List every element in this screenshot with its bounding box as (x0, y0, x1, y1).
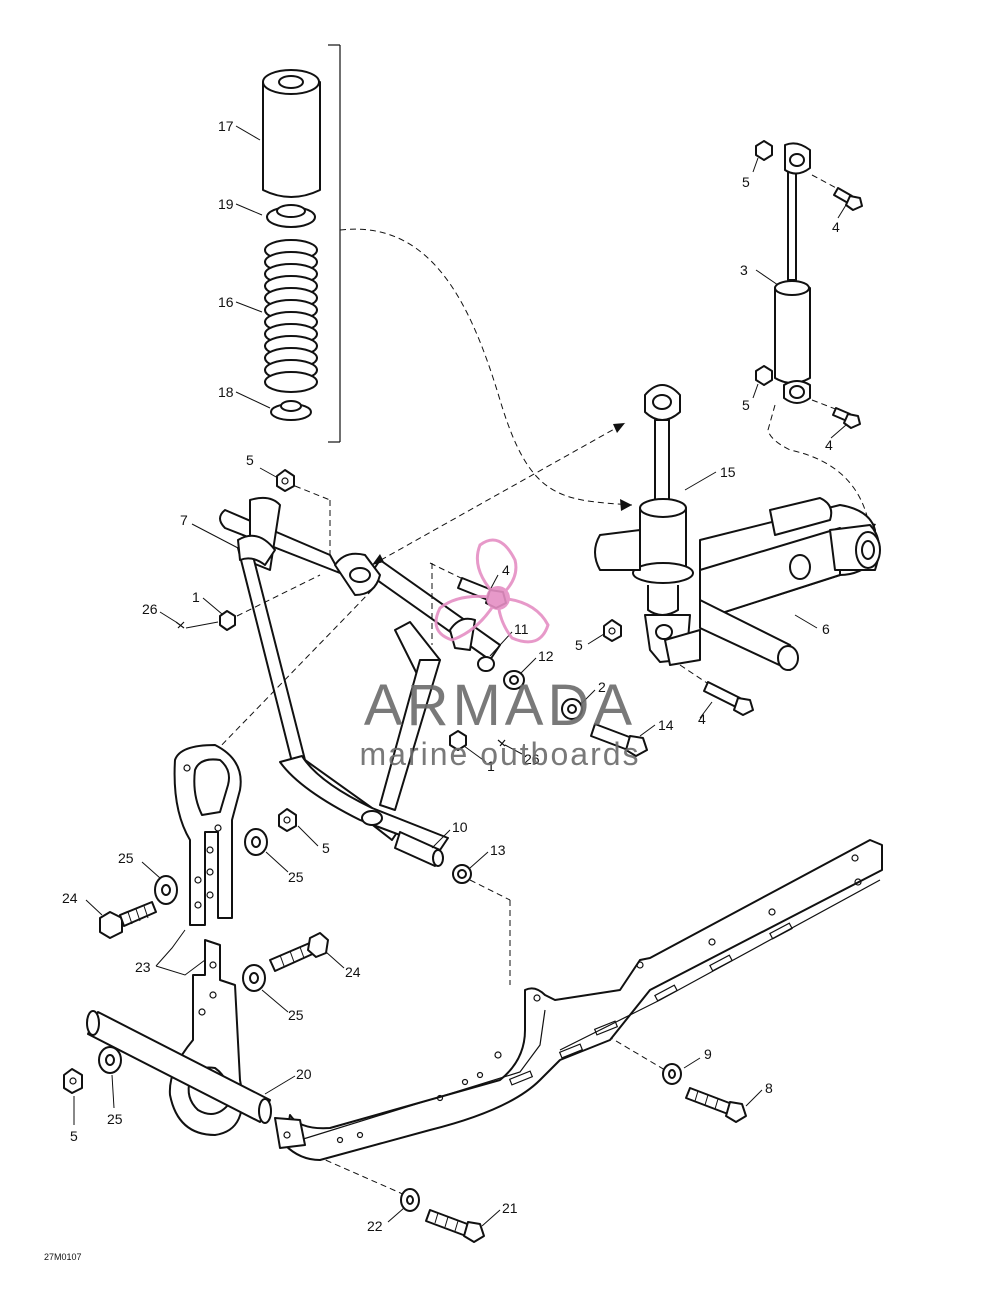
callout-11: 11 (514, 621, 529, 637)
rear-arm-nut (603, 619, 622, 642)
callout-9: 9 (704, 1046, 712, 1062)
callout-5-link-lower: 5 (70, 1128, 78, 1144)
callout-17: 17 (218, 118, 234, 134)
propeller-logo-icon (434, 538, 550, 644)
part-17-rubber-stopper (262, 69, 321, 198)
callout-23: 23 (135, 959, 151, 975)
front-arm-nut-1-left (219, 610, 236, 631)
arrow-to-front-arm (613, 423, 625, 433)
callout-19: 19 (218, 196, 234, 212)
rail-bolt-8 (685, 1087, 747, 1123)
callout-3: 3 (740, 262, 748, 278)
shock3-bolt-top (811, 174, 863, 211)
front-arm-cotter-26-center (497, 739, 506, 747)
front-arm-nut-1-center (449, 730, 467, 751)
part-3-shock-absorber (767, 142, 876, 535)
callout-1-center: 1 (487, 758, 495, 774)
part-2-washer (561, 698, 583, 720)
link-washer-25a (244, 828, 268, 856)
callout-4-shock3-top: 4 (832, 219, 840, 235)
part-11-bushing (477, 656, 495, 672)
callout-22: 22 (367, 1218, 383, 1234)
callout-7: 7 (180, 512, 188, 528)
callout-4-shock3-bottom: 4 (825, 437, 833, 453)
rear-arm-bolt-4 (679, 664, 754, 716)
callout-5-front-arm: 5 (246, 452, 254, 468)
shock3-bolt-bottom (811, 399, 861, 429)
callout-25-lower-right: 25 (288, 1007, 304, 1023)
front-arm-nut-top (276, 469, 331, 560)
part-10-pivot-shaft (394, 831, 444, 867)
callout-25-lower-left: 25 (107, 1111, 123, 1127)
leader-lines (73, 125, 847, 1227)
part-13-spacer (452, 864, 472, 884)
callout-labels: 17 19 16 18 5 4 3 5 4 15 6 5 4 5 7 1 26 … (44, 118, 840, 1262)
callout-8: 8 (765, 1080, 773, 1096)
watermark-brand: ARMADA (364, 673, 636, 738)
part-12-spacer (503, 670, 525, 690)
part-23-upper-link (173, 744, 242, 926)
callout-5-shock3-bottom: 5 (742, 397, 750, 413)
link-bolt-24b (269, 932, 329, 972)
callout-13: 13 (490, 842, 506, 858)
part-19-spring-cup (266, 204, 316, 228)
part-14-bolt (590, 723, 648, 757)
callout-14: 14 (658, 717, 674, 733)
figure-code: 27M0107 (44, 1252, 82, 1262)
rail-bolt-21 (425, 1209, 485, 1243)
callout-25-upper-left: 25 (118, 850, 134, 866)
callout-21: 21 (502, 1200, 518, 1216)
link-nut-5b (63, 1068, 83, 1094)
callout-1-left: 1 (192, 589, 200, 605)
callout-4-rear-arm: 4 (698, 711, 706, 727)
callout-10: 10 (452, 819, 468, 835)
callout-2: 2 (598, 679, 606, 695)
shock3-nut-top (755, 140, 773, 161)
rail-washer-22 (400, 1188, 420, 1212)
front-arm-cotter-26-left (175, 574, 321, 629)
spring-kit-group (262, 44, 633, 511)
callout-4-front-arm: 4 (502, 562, 510, 578)
callout-20: 20 (296, 1066, 312, 1082)
callout-16: 16 (218, 294, 234, 310)
part-6-rear-arm (594, 497, 881, 671)
link-bolt-24a (99, 901, 157, 939)
watermark-tagline: marine outboards (359, 736, 640, 772)
shock3-nut-bottom (755, 365, 773, 386)
link-washer-25d (98, 1046, 122, 1074)
slide-rail (274, 839, 883, 1161)
part-15-shock-absorber (632, 384, 694, 663)
link-washer-25b (154, 875, 178, 905)
rail-washer-9 (662, 1063, 682, 1085)
callout-24-upper: 24 (62, 890, 78, 906)
link-washer-25c (242, 964, 266, 992)
callout-26-center: 26 (524, 751, 540, 767)
callout-5-rear-arm: 5 (575, 637, 583, 653)
callout-24-lower: 24 (345, 964, 361, 980)
part-16-coil-spring (264, 239, 318, 393)
callout-25-upper-right: 25 (288, 869, 304, 885)
callout-6: 6 (822, 621, 830, 637)
callout-18: 18 (218, 384, 234, 400)
armada-watermark: ARMADA marine outboards (359, 538, 640, 772)
callout-15: 15 (720, 464, 736, 480)
callout-26-left: 26 (142, 601, 158, 617)
link-nut-5a (278, 808, 297, 832)
arrow-to-pivot (372, 554, 384, 565)
callout-12: 12 (538, 648, 554, 664)
assembly-dash-lines (214, 422, 666, 1196)
part-18-spring-seat (270, 400, 312, 421)
part-20-cross-shaft (86, 1010, 272, 1124)
callout-5-shock3-top: 5 (742, 174, 750, 190)
callout-5-link-upper: 5 (322, 840, 330, 856)
